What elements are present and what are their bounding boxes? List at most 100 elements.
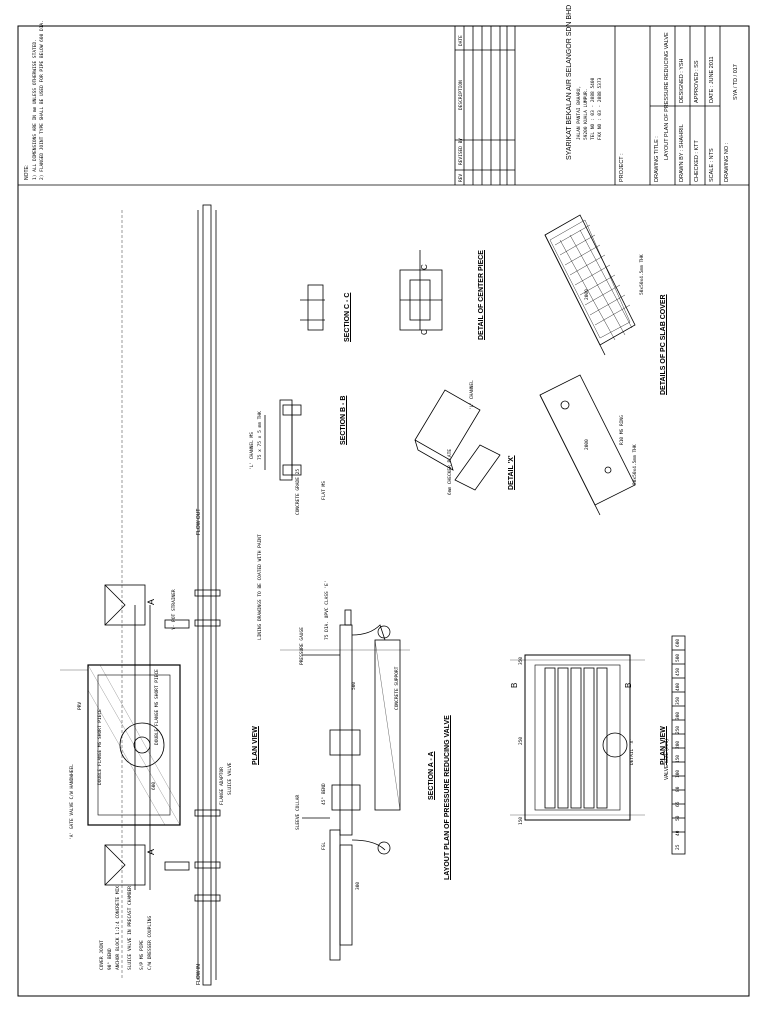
section-bb-title: SECTION B - B (340, 395, 347, 445)
upvc-label: 75 DIA. UPVC CLASS 'E' (325, 580, 330, 640)
section-marker-a-2: A (146, 598, 156, 605)
flange-adaptor-label: FLANGE ADAPTOR (220, 767, 225, 805)
detail-center-piece-drawing (399, 250, 443, 331)
dim-300-label: 300 (356, 881, 361, 890)
ms-flat-label: 50x50x4.5mm THK (633, 444, 638, 485)
detail-x-title: DETAIL 'X' (508, 455, 515, 490)
detail-x-callout: DETAIL 'X' (630, 737, 635, 765)
detail-center-piece-title: DETAIL OF CENTER PIECE (478, 250, 485, 340)
rev-header-date: DATE (459, 35, 464, 46)
valve-size-cell: 400 (676, 682, 681, 691)
dim-500-label: 500 (352, 681, 357, 690)
bend-90-label: 90° BEND (108, 948, 113, 970)
date: DATE : JUNE 2011 (709, 56, 715, 103)
section-aa-title: SECTION A - A (428, 751, 435, 800)
cover-joint-label: COVER JOINT (100, 940, 105, 970)
scale: SCALE : NTS (709, 148, 715, 182)
section-marker-c-2: C (420, 329, 429, 335)
rev-header-description: DESCRIPTION (459, 80, 464, 110)
valve-size-cell: 100 (676, 769, 681, 778)
ms-flat-label-2: 50x50x4.5mm THK (640, 254, 645, 295)
dim-2000-label-2: 2000 (585, 289, 590, 300)
flat-label: FLAT MS (322, 481, 327, 500)
flow-out-label: FLOW OUT (196, 508, 202, 535)
dim-600-label: 600 (152, 781, 157, 790)
valve-size-cell: 450 (676, 667, 681, 676)
company-address-1: JALAN PANTAI BAHARU, (577, 85, 582, 140)
strainer-label: Y- POT STRAINER (172, 589, 177, 630)
section-marker-b-2: B (624, 682, 633, 688)
dresser-coupling-label: C/W DRESSER COUPLING (148, 915, 153, 970)
channel-dim-label: 75 x 75 x 5 mm THK (258, 411, 263, 460)
checker-plate-label: 6mm CHECKER PLATE (448, 448, 453, 495)
sluice-valve-2-label: SLUICE VALVE (228, 762, 233, 795)
plan-view-drawing (60, 204, 221, 986)
valve-size-cell: 350 (676, 696, 681, 705)
valve-size-cell: 25 (676, 844, 681, 850)
valve-size-cell: 300 (676, 711, 681, 720)
prv-chamber (87, 664, 181, 826)
checked: CHECKED : KTT (694, 140, 700, 182)
section-aa-drawing (280, 609, 410, 961)
valve-size-cell: 250 (676, 725, 681, 734)
sleeve-collar-label: SLEEVE COLLAR (296, 794, 301, 830)
pc-slab-cover-drawing (539, 214, 636, 516)
note-line-1: 1) ALL DIMENSIONS ARE IN mm UNLESS OTHER… (33, 39, 38, 180)
company-address-4: FAX NO : 03 - 2088 5373 (598, 77, 603, 140)
approved: APPROVED : SS (694, 60, 700, 104)
fgl-label: FGL (322, 841, 327, 850)
double-flange-label: DOUBLE FLANGE MS SHORT PIECE (98, 709, 103, 785)
detail-slab-title: DETAILS OF PC SLAB COVER (660, 294, 667, 395)
valve-size-cell: 80 (676, 786, 681, 792)
section-cc-title: SECTION C - C (344, 292, 351, 342)
dim-150-label: 150 (519, 816, 524, 825)
drawing-no: SYA / TD / 017 (733, 64, 739, 100)
section-cc-drawing (300, 284, 325, 331)
detail-x-drawing (414, 389, 501, 491)
valve-size-cell: 600 (676, 638, 681, 647)
company-name: SYARIKAT BEKALAN AIR SELANGOR SDN BHD (566, 4, 573, 160)
pc-slab-plan-drawing (510, 654, 645, 821)
valve-size-cell: 40 (676, 830, 681, 836)
plan-view-title: PLAN VIEW (252, 726, 259, 765)
valve-size-cell: 200 (676, 740, 681, 749)
designed: DESIGNED : YSH (679, 58, 685, 103)
dim-2000-label: 2000 (585, 439, 590, 450)
section-bb-drawing (264, 399, 302, 481)
drawn-by: DRAWN BY : SHAHRIL (679, 124, 685, 182)
valve-size-cell: 50 (676, 815, 681, 821)
dim-350-label: 350 (519, 656, 524, 665)
lining-note-label: LINING DRAWINGS TO BE COATED WITH PAINT (258, 534, 263, 640)
valve-size-cell: 150 (676, 754, 681, 763)
pressure-gauge-label: PRESSURE GAUGE (300, 627, 305, 665)
bend-45-label: 45° BEND (322, 783, 327, 805)
sluice-valve-label: SLUICE VALVE IN PRECAST CHAMBER (128, 886, 133, 970)
sp-ms-pipe-label: S/P MS PIPE (140, 940, 145, 970)
prv-label: PRV (78, 701, 83, 710)
ms-ring-label: R10 MS RING (620, 415, 625, 445)
section-marker-c: C (420, 264, 429, 270)
outer-border (17, 25, 750, 997)
dim-250-label: 250 (519, 736, 524, 745)
valve-size-table-grid (671, 635, 686, 855)
company-address-3: TEL NO : 03 - 2088 5400 (591, 77, 596, 140)
company-address-2: 59200 KUALA LUMPUR. (584, 88, 589, 140)
section-marker-a: A (146, 848, 156, 855)
valve-size-cell: 65 (676, 801, 681, 807)
channel-label: 'L' CHANNEL MS (250, 432, 255, 470)
section-marker-b: B (510, 682, 519, 688)
main-title: LAYOUT PLAN OF PRESSURE REDUCING VALVE (444, 715, 451, 880)
double-flange-label-2: DOUBLE FLANGE MS SHORT PIECE (155, 669, 160, 745)
notes-heading: NOTE: (24, 164, 30, 180)
drawing-no-label: DRAWING NO : (724, 142, 730, 182)
drawing-title: LAYOUT PLAN OF PRESSURE REDUCING VALVE (664, 32, 670, 160)
slab-grade-label: CONCRETE GRADE 25 (296, 468, 301, 515)
valve-a-label: 'A' GATE VALVE C/W HANDWHEEL (70, 764, 75, 840)
project-label: PROJECT : (619, 153, 625, 182)
valve-size-heading: VALVE SIZE (mm) (664, 739, 670, 780)
flow-in-label: FLOW IN (196, 964, 202, 985)
rev-header-rev: REV (459, 173, 464, 182)
drawing-title-label: DRAWING TITLE : (654, 136, 660, 182)
